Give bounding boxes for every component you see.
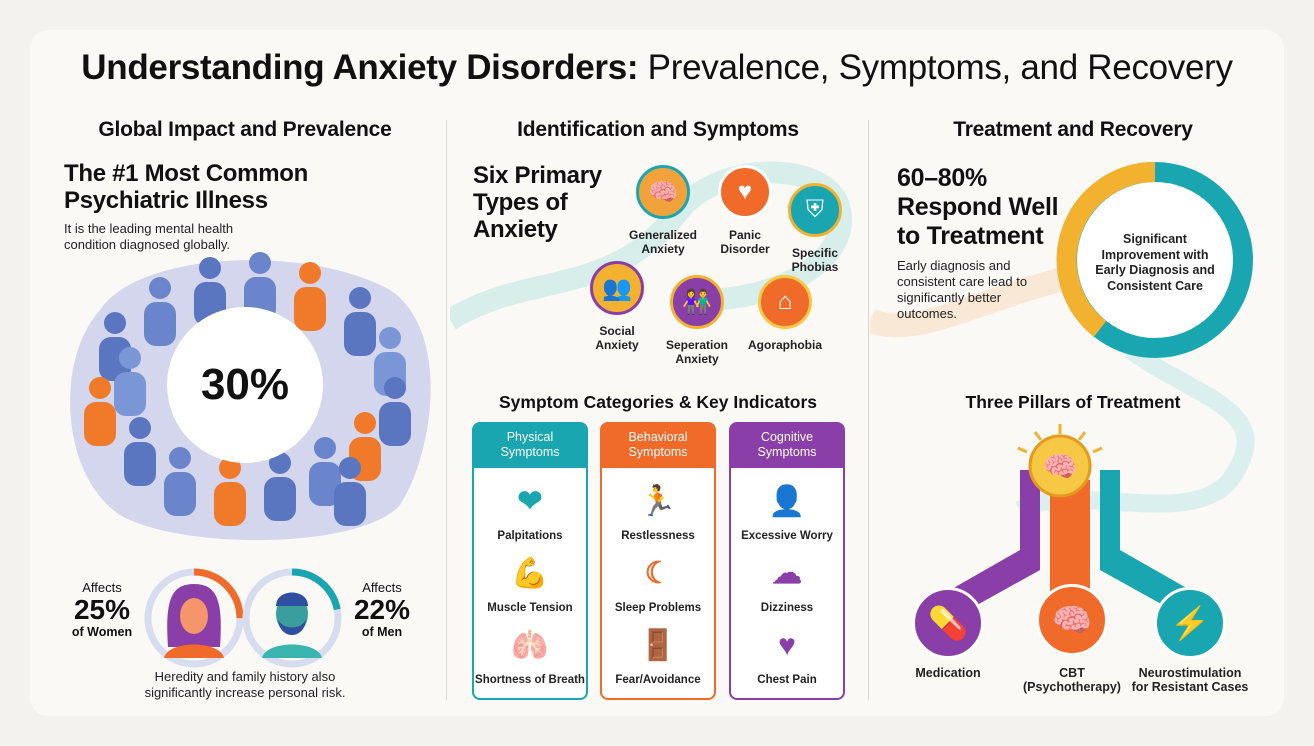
- pillar-icon: 🧠: [1036, 584, 1108, 656]
- person-icon: [124, 417, 156, 486]
- symptom-icon: ☁: [772, 557, 802, 590]
- pillar-purple: [950, 470, 1040, 620]
- pillar-icon: 💊: [912, 587, 984, 659]
- improvement-ring: [1056, 161, 1253, 358]
- svg-text:🧠: 🧠: [1043, 451, 1078, 482]
- pillar-teal: [1100, 470, 1190, 620]
- symptom-label: Chest Pain: [757, 674, 817, 686]
- symptom-label: Palpitations: [497, 530, 563, 542]
- person-icon: [144, 277, 176, 346]
- symptom-label: Restlessness: [621, 530, 695, 542]
- pillar-label: Medication: [915, 666, 981, 680]
- symptom-label: Sleep Problems: [614, 602, 702, 614]
- person-icon: [334, 457, 366, 526]
- anxiety-type-icon: 👥: [590, 261, 644, 315]
- anxiety-type-label: Agoraphobia: [748, 338, 822, 352]
- anxiety-type-icon: 👫: [670, 275, 724, 329]
- person-icon: [344, 287, 376, 356]
- column-divider: [868, 120, 869, 700]
- brain-bulb-icon: [1028, 434, 1092, 498]
- gender-donuts: [144, 568, 342, 668]
- symptom-label: Fear/Avoidance: [615, 674, 701, 686]
- stat-circle: [167, 307, 323, 463]
- section-heading-prevalence: Global Impact and Prevalence: [98, 118, 392, 141]
- person-icon: [309, 437, 341, 506]
- men-donut-fill: [242, 568, 342, 668]
- symptom-icon: ☾: [644, 557, 672, 590]
- bulb-rays: [1017, 424, 1103, 454]
- symptom-icon: 💪: [511, 557, 549, 590]
- person-icon: [294, 262, 326, 331]
- section-heading-symptoms: Identification and Symptoms: [517, 118, 799, 141]
- women-donut-fill: [144, 568, 244, 668]
- person-icon: [114, 347, 146, 416]
- symptom-icon: ❤: [517, 485, 543, 518]
- symptom-label: Dizziness: [760, 602, 814, 614]
- anxiety-type-icon: ⛨: [788, 183, 842, 237]
- symptom-label: Muscle Tension: [487, 602, 573, 614]
- symptom-icon: 🏃: [639, 485, 677, 518]
- person-icon: [99, 312, 131, 381]
- symptom-icon: 🚪: [639, 629, 677, 662]
- pillars-title: Three Pillars of Treatment: [965, 392, 1181, 412]
- person-icon: [264, 452, 296, 521]
- person-icon: [84, 377, 116, 446]
- pillar-label: CBT(Psychotherapy): [1023, 666, 1121, 694]
- prevalence-stat: 30%: [200, 360, 290, 409]
- ring-yellow: [1056, 161, 1156, 337]
- symptom-label: Shortness of Breath: [475, 674, 585, 686]
- anxiety-type-icon: ⌂: [758, 275, 812, 329]
- section-heading-treatment: Treatment and Recovery: [953, 118, 1193, 141]
- symptom-label: Excessive Worry: [741, 530, 833, 542]
- person-icon: [379, 377, 411, 446]
- crowd-illustration: [70, 252, 431, 541]
- pillar-icon: ⚡: [1154, 587, 1226, 659]
- symptom-icon: 🫁: [511, 629, 549, 662]
- symptom-icon: ♥: [778, 629, 796, 662]
- symptom-icon: 👤: [768, 485, 806, 518]
- person-icon: [214, 457, 246, 526]
- man-icon: [262, 592, 322, 658]
- anxiety-type-icon: 🧠: [636, 165, 690, 219]
- page-title: Understanding Anxiety Disorders: Prevale…: [81, 48, 1233, 87]
- symptom-categories-title: Symptom Categories & Key Indicators: [499, 392, 817, 412]
- person-icon: [164, 447, 196, 516]
- anxiety-type-icon: ♥: [718, 165, 772, 219]
- woman-icon: [164, 584, 224, 658]
- column-divider: [446, 120, 447, 700]
